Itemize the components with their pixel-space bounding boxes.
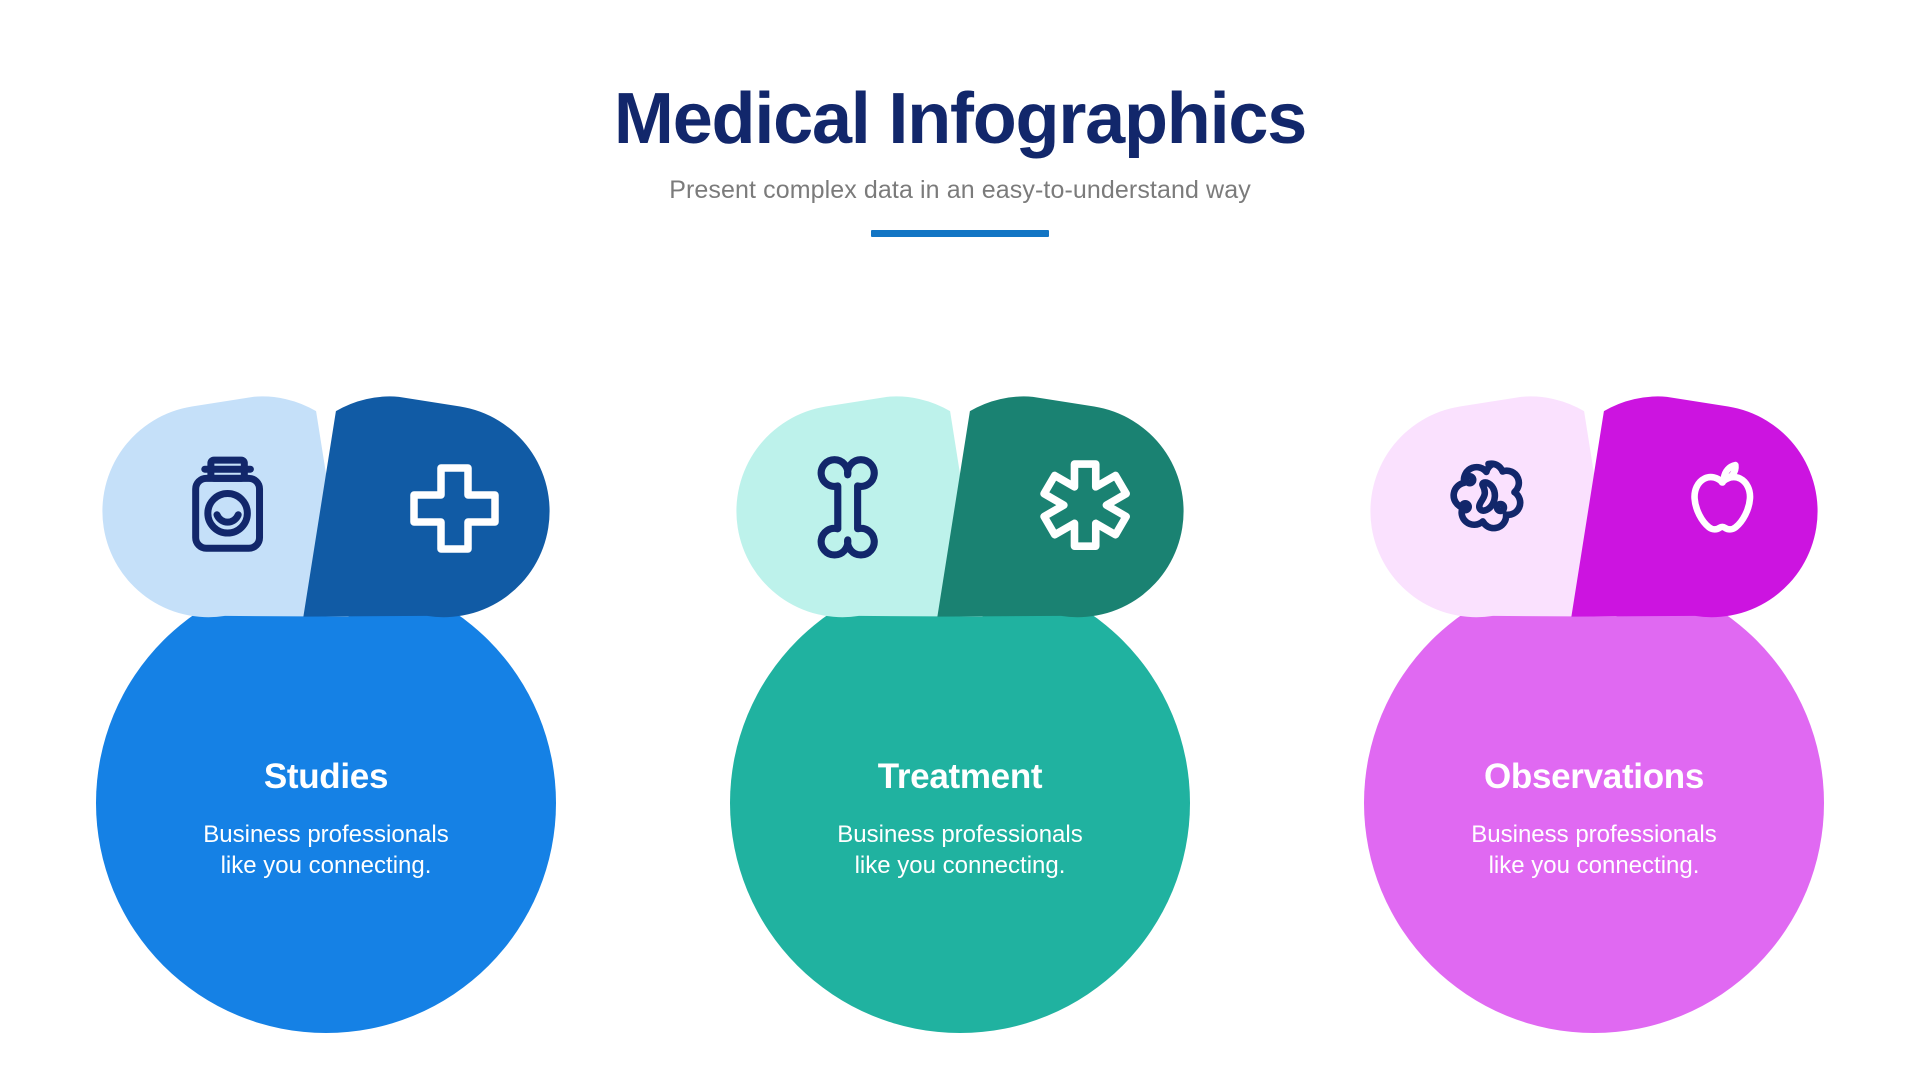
medical-cross-icon [410,464,499,553]
group-treatment[interactable]: Treatment Business professionals like yo… [690,358,1230,1058]
title-divider [871,229,1049,237]
group-text-block: Treatment Business professionals like yo… [750,757,1170,882]
apple-icon [1691,461,1754,533]
group-title: Studies [263,757,389,796]
group-description: Business professionals like you connecti… [203,820,449,880]
group-description: Business professionals like you connecti… [1471,820,1717,880]
star-of-life-icon [1040,460,1130,550]
header: Medical Infographics Present complex dat… [0,0,1920,237]
pill-bottle-icon [192,456,264,552]
group-studies[interactable]: Studies Business professionals like you … [56,358,596,1058]
page-subtitle: Present complex data in an easy-to-under… [669,175,1251,204]
group-circle [1364,573,1824,1033]
group-title: Observations [1483,757,1705,796]
group-text-block: Observations Business professionals like… [1384,757,1804,882]
group-title: Treatment [877,757,1043,796]
bone-icon [817,456,878,559]
group-circle [96,573,556,1033]
cell-bacteria-icon [1450,460,1524,532]
page-title: Medical Infographics [613,79,1307,159]
group-text-block: Studies Business professionals like you … [116,757,536,882]
group-observations[interactable]: Observations Business professionals like… [1324,358,1864,1058]
group-circle [730,573,1190,1033]
infographic-groups: Studies Business professionals like you … [0,358,1920,1058]
group-description: Business professionals like you connecti… [837,820,1083,880]
